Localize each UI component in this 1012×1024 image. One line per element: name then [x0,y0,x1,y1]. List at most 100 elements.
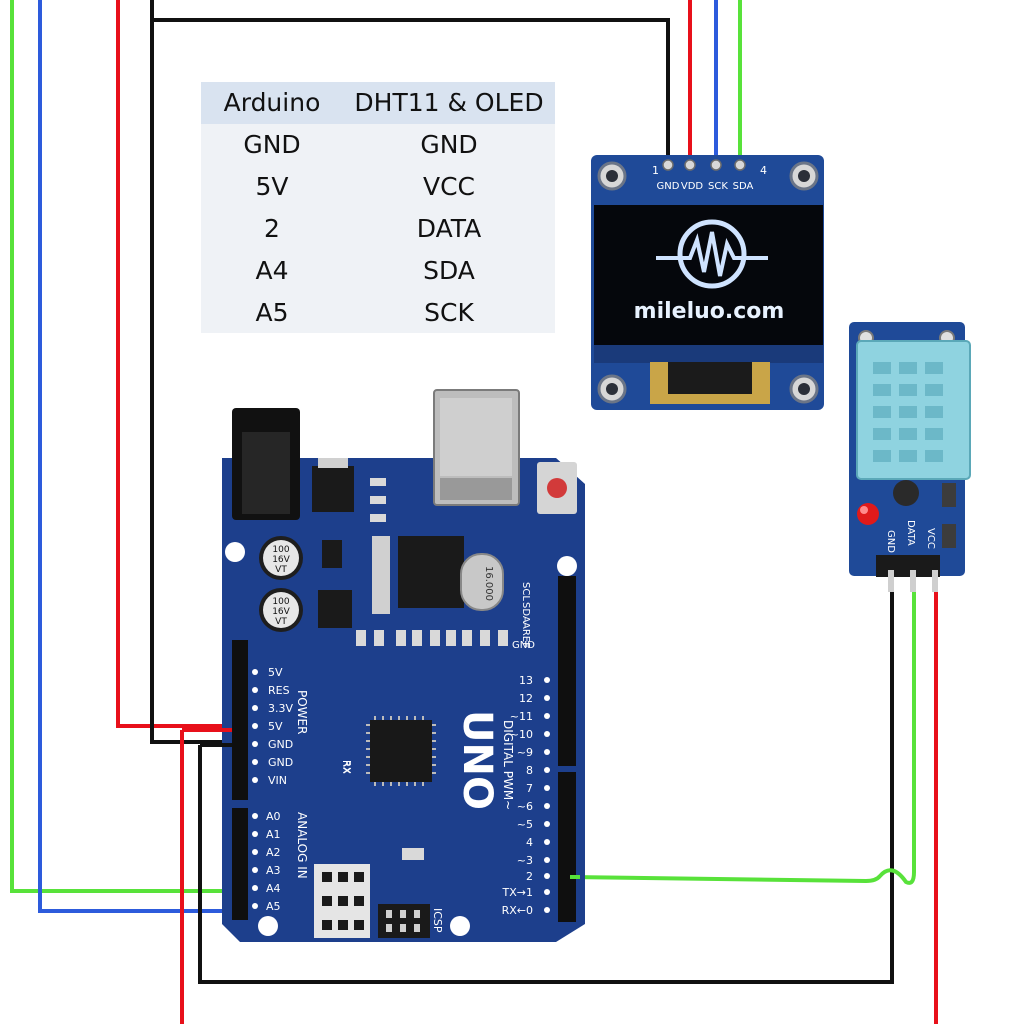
analog-title: ANALOG IN [295,812,309,879]
digital-pin-labels: 13 12 ~11 ~10 ~9 8 7 ~6 ~5 4 ~3 2 TX→1 R… [502,674,533,917]
board-mounting-holes [225,542,577,936]
svg-text:16V: 16V [272,555,290,565]
analog-pin-a4: A4 [266,882,281,895]
oled-pin-label-sck: SCK [708,181,728,192]
icsp-label: ICSP [431,908,444,933]
pin-table-cell: A4 [255,256,289,285]
oled-pin-label-vdd: VDD [681,181,704,192]
analog-pin-a3: A3 [266,864,281,877]
digital-pin-0: RX←0 [502,904,533,917]
oled-pin-number-4: 4 [760,164,767,177]
digital-pin-13: 13 [519,674,533,687]
power-header [232,640,248,800]
power-pin-gnd-2: GND [268,756,293,769]
oled-header-pads [662,159,746,171]
power-pin-3v3: 3.3V [268,702,293,715]
pin-table-header: Arduino DHT11 & OLED [201,82,555,124]
capacitor-2: 100 16V VT [259,588,303,632]
label-gnd-top: GND [512,640,535,651]
digital-pin-6: ~6 [517,800,533,813]
pin-table-cell: 5V [255,172,289,201]
pin-table-cell: VCC [422,172,475,201]
wires [10,0,938,1024]
serial-label-rx: RX [341,760,352,774]
pin-table-header-arduino: Arduino [223,88,321,117]
power-pin-5v-2: 5V [268,720,283,733]
svg-text:100: 100 [272,545,289,555]
dht11-led [857,503,879,525]
svg-text:VT: VT [275,617,287,627]
oled-pin-number-1: 1 [652,164,659,177]
pin-table-header-modules: DHT11 & OLED [354,88,544,117]
svg-text:16V: 16V [272,607,290,617]
board-label-uno: UNO [454,710,500,810]
pin-table-cell: 2 [264,214,280,243]
dht11-header [876,555,940,577]
svg-text:100: 100 [272,597,289,607]
oled-pin-label-sda: SDA [733,181,754,192]
oled-screen [594,205,823,345]
pin-mapping-table: Arduino DHT11 & OLED GND GND 5V VCC 2 DA… [201,82,555,333]
digital-pin-7: 7 [526,782,533,795]
oled-screen-text: mileluo.com [634,299,785,324]
analog-pin-a1: A1 [266,828,281,841]
digital-pin-4: 4 [526,836,533,849]
power-pin-vin: VIN [268,774,287,787]
digital-pin-8: 8 [526,764,533,777]
usb-chip [398,536,464,608]
digital-pin-1: TX→1 [502,886,533,899]
dht11-pin-label-vcc: VCC [925,528,936,549]
oled-pin-label-gnd: GND [657,181,680,192]
wire-blue-a5 [38,0,232,913]
icsp-header [378,904,430,938]
top-right-labels: SCL SDA AREF GND [512,582,535,651]
pin-table-cell: SCK [424,298,474,327]
serial-label-row1: RX [340,760,351,774]
pin-table-cell: DATA [416,214,482,243]
crystal [460,553,504,611]
wire-green-data [569,590,916,885]
wire-green-a4 [10,0,232,893]
dht11-pin-label-gnd: GND [885,530,896,553]
digital-pin-10: ~10 [510,728,533,741]
label-aref: AREF [520,622,531,648]
analog-pin-a2: A2 [266,846,281,859]
crystal-label: 16.000 [483,566,494,601]
oled-module: 1 4 GND VDD SCK SDA mileluo.com [591,155,824,410]
digital-pin-5: ~5 [517,818,533,831]
pin-table-cell: A5 [255,298,289,327]
digital-pin-11: ~11 [510,710,533,723]
dht11-pin-label-data: DATA [905,520,916,546]
analog-pin-labels: A0 A1 A2 A3 A4 A5 [266,810,281,913]
pin-table-cell: SDA [423,256,475,285]
wire-black-gnd-dht [198,590,894,984]
wire-red-5v-top [116,0,232,728]
analog-header [232,808,248,920]
wire-black-gnd-board [150,20,232,744]
smd-components [356,478,508,860]
digital-pin-3: ~3 [517,854,533,867]
digital-header-upper [558,576,576,766]
power-pin-res: RES [268,684,290,697]
pin-table-row: GND GND [201,124,555,166]
pin-table-cell: GND [243,130,301,159]
power-pin-labels: 5V RES 3.3V 5V GND GND VIN [268,666,293,787]
digital-title: DIGITAL PWM~ [501,720,515,810]
pin-table-row: A5 SCK [201,292,555,334]
digital-pin-2: 2 [526,870,533,883]
arduino-uno: 100 16V VT 100 16V VT 16.000 [222,389,585,942]
voltage-regulator [312,466,354,512]
digital-pin-9: ~9 [517,746,533,759]
dht11-grille [873,362,943,462]
svg-text:VT: VT [275,565,287,575]
power-pin-gnd-1: GND [268,738,293,751]
wire-connections [182,728,580,879]
label-scl: SCL [520,582,531,601]
analog-pin-a0: A0 [266,810,281,823]
dht11-component [893,480,919,506]
pin-table-cell: GND [420,130,478,159]
pin-table-row: A4 SDA [201,250,555,292]
mcu-chip [370,720,432,782]
digital-pin-12: 12 [519,692,533,705]
